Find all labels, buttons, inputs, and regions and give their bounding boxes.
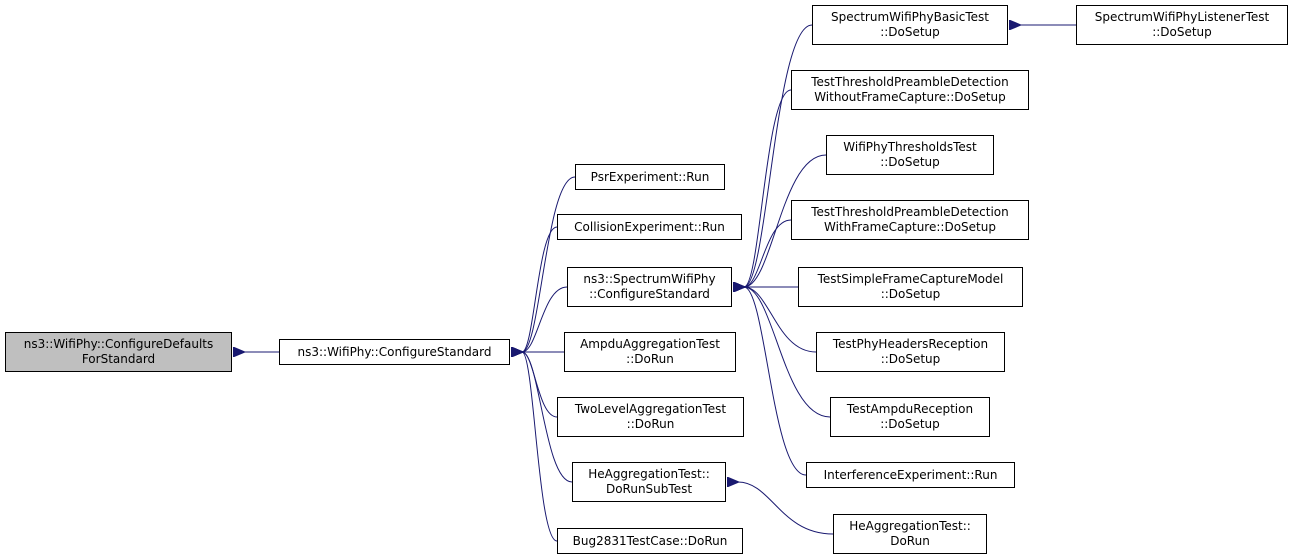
edge-interference_experiment-to-spectrum_configure_standard <box>744 287 807 476</box>
edge-psr_experiment_run-to-configure_standard <box>522 176 576 352</box>
node-bug2831-test-case[interactable]: Bug2831TestCase::DoRun <box>557 528 743 554</box>
node-label-line: SpectrumWifiPhyBasicTest <box>831 10 989 24</box>
edge-spectrum_configure_standard-to-configure_standard <box>522 286 568 352</box>
edge-he_aggregation_run-to-he_aggregation_run_subtest <box>738 482 834 535</box>
node-label-line: TestThresholdPreambleDetection <box>811 75 1009 89</box>
node-spectrum-wifiphy-listener-test[interactable]: SpectrumWifiPhyListenerTest ::DoSetup <box>1076 5 1288 45</box>
node-label-line: PsrExperiment::Run <box>590 169 710 184</box>
node-configure-defaults-for-standard: ns3::WifiPhy::ConfigureDefaults ForStand… <box>5 332 232 372</box>
edge-collision_experiment_run-to-configure_standard <box>522 226 558 352</box>
node-label-line: WifiPhyThresholdsTest <box>843 140 977 154</box>
node-label-line: WithFrameCapture::DoSetup <box>824 220 996 234</box>
node-label-line: DoRun <box>890 534 930 548</box>
node-spectrum-wifiphy-basic-test[interactable]: SpectrumWifiPhyBasicTest ::DoSetup <box>812 5 1008 45</box>
node-label-line: HeAggregationTest:: <box>588 467 710 481</box>
node-wifiphy-configure-standard[interactable]: ns3::WifiPhy::ConfigureStandard <box>279 339 510 365</box>
edge-spectrum_basic_test-to-spectrum_configure_standard <box>744 24 813 287</box>
node-label-line: HeAggregationTest:: <box>849 519 971 533</box>
node-label-line: ::DoSetup <box>880 155 940 169</box>
node-label-line: WithoutFrameCapture::DoSetup <box>814 90 1006 104</box>
node-label-line: ns3::WifiPhy::ConfigureStandard <box>297 344 492 359</box>
node-label-line: ForStandard <box>81 352 156 366</box>
node-label-line: AmpduAggregationTest <box>580 337 720 351</box>
node-label-line: TestPhyHeadersReception <box>832 337 989 351</box>
node-collision-experiment-run[interactable]: CollisionExperiment::Run <box>557 214 742 240</box>
node-label-line: ::ConfigureStandard <box>589 287 710 301</box>
edge-threshold_without_capture-to-spectrum_configure_standard <box>744 89 792 287</box>
node-label-line: InterferenceExperiment::Run <box>823 467 998 482</box>
node-label-line: TestSimpleFrameCaptureModel <box>817 272 1004 286</box>
node-label-line: CollisionExperiment::Run <box>574 219 725 234</box>
edge-threshold_with_capture-to-spectrum_configure_standard <box>744 219 792 287</box>
edge-phy_headers_reception-to-spectrum_configure_standard <box>744 287 817 353</box>
node-ampdu-aggregation-test[interactable]: AmpduAggregationTest ::DoRun <box>564 332 736 372</box>
edge-ampdu_reception-to-spectrum_configure_standard <box>744 287 831 418</box>
node-label-line: ::DoSetup <box>880 25 940 39</box>
node-interference-experiment-run[interactable]: InterferenceExperiment::Run <box>806 462 1015 488</box>
node-label-line: Bug2831TestCase::DoRun <box>572 533 728 548</box>
node-he-aggregation-run-subtest[interactable]: HeAggregationTest:: DoRunSubTest <box>572 462 726 502</box>
node-he-aggregation-run[interactable]: HeAggregationTest:: DoRun <box>833 514 987 554</box>
node-label-line: SpectrumWifiPhyListenerTest <box>1094 10 1270 24</box>
node-label-line: ::DoSetup <box>880 287 941 301</box>
node-label-line: TestThresholdPreambleDetection <box>811 205 1009 219</box>
edge-he_aggregation_run_subtest-to-configure_standard <box>522 352 573 483</box>
node-psr-experiment-run[interactable]: PsrExperiment::Run <box>575 164 725 190</box>
node-two-level-aggregation-test[interactable]: TwoLevelAggregationTest ::DoRun <box>557 397 744 437</box>
node-label-line: DoRunSubTest <box>605 482 693 496</box>
node-threshold-preamble-detection-without-capture[interactable]: TestThresholdPreambleDetection WithoutFr… <box>791 70 1029 110</box>
edge-two_level_aggregation_test-to-configure_standard <box>522 352 558 418</box>
edge-bug2831_test_case-to-configure_standard <box>522 352 558 542</box>
node-label-line: ::DoRun <box>626 352 674 366</box>
node-threshold-preamble-detection-with-capture[interactable]: TestThresholdPreambleDetection WithFrame… <box>791 200 1029 240</box>
node-label-line: ns3::SpectrumWifiPhy <box>583 272 716 286</box>
node-label-line: ::DoSetup <box>880 417 940 431</box>
node-label-line: ::DoSetup <box>1152 25 1212 39</box>
node-label-line: ns3::WifiPhy::ConfigureDefaults <box>23 337 214 351</box>
node-spectrum-wifiphy-configure-standard[interactable]: ns3::SpectrumWifiPhy ::ConfigureStandard <box>567 267 732 307</box>
node-label-line: ::DoSetup <box>880 352 941 366</box>
node-simple-frame-capture-model[interactable]: TestSimpleFrameCaptureModel ::DoSetup <box>798 267 1023 307</box>
node-ampdu-reception[interactable]: TestAmpduReception ::DoSetup <box>830 397 990 437</box>
node-wifiphy-thresholds-test[interactable]: WifiPhyThresholdsTest ::DoSetup <box>826 135 994 175</box>
edge-wifiphy_thresholds_test-to-spectrum_configure_standard <box>744 154 827 287</box>
node-label-line: ::DoRun <box>626 417 675 431</box>
node-label-line: TwoLevelAggregationTest <box>574 402 727 416</box>
node-label-line: TestAmpduReception <box>846 402 974 416</box>
edges <box>244 24 1076 542</box>
node-phy-headers-reception[interactable]: TestPhyHeadersReception ::DoSetup <box>816 332 1005 372</box>
